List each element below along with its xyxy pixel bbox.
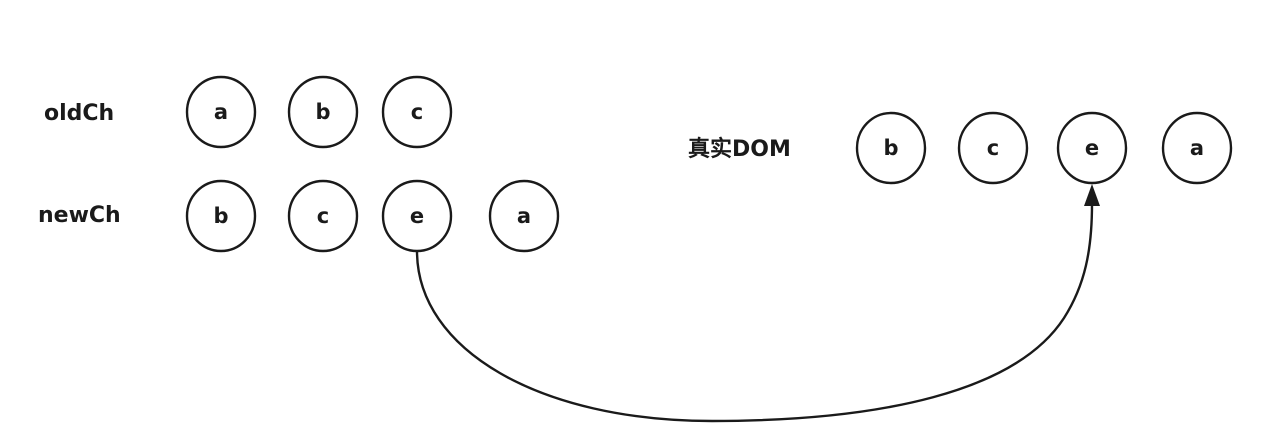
new-node-4: a — [488, 179, 560, 253]
new-node-4-label: a — [517, 204, 531, 228]
move-arrow-head — [1084, 184, 1100, 206]
old-node-1: a — [185, 75, 257, 149]
old-node-1-label: a — [214, 100, 228, 124]
dom-node-2: c — [957, 111, 1029, 185]
dom-node-4: a — [1161, 111, 1233, 185]
dom-node-1-label: b — [883, 136, 898, 160]
dom-node-1: b — [855, 111, 927, 185]
old-node-2: b — [287, 75, 359, 149]
dom-node-4-label: a — [1190, 136, 1204, 160]
dom-node-3-label: e — [1085, 136, 1099, 160]
move-arrow-curve — [415, 203, 1094, 423]
new-node-1: b — [185, 179, 257, 253]
new-node-3-label: e — [410, 204, 424, 228]
real-dom-label: 真实DOM — [688, 136, 791, 162]
new-node-3: e — [381, 179, 453, 253]
new-node-2: c — [287, 179, 359, 253]
oldch-label: oldCh — [44, 101, 114, 126]
new-node-2-label: c — [317, 204, 329, 228]
new-node-1-label: b — [213, 204, 228, 228]
old-node-3-label: c — [411, 100, 423, 124]
old-node-2-label: b — [315, 100, 330, 124]
dom-node-3: e — [1056, 111, 1128, 185]
old-node-3: c — [381, 75, 453, 149]
newch-label: newCh — [38, 203, 121, 228]
dom-node-2-label: c — [987, 136, 999, 160]
